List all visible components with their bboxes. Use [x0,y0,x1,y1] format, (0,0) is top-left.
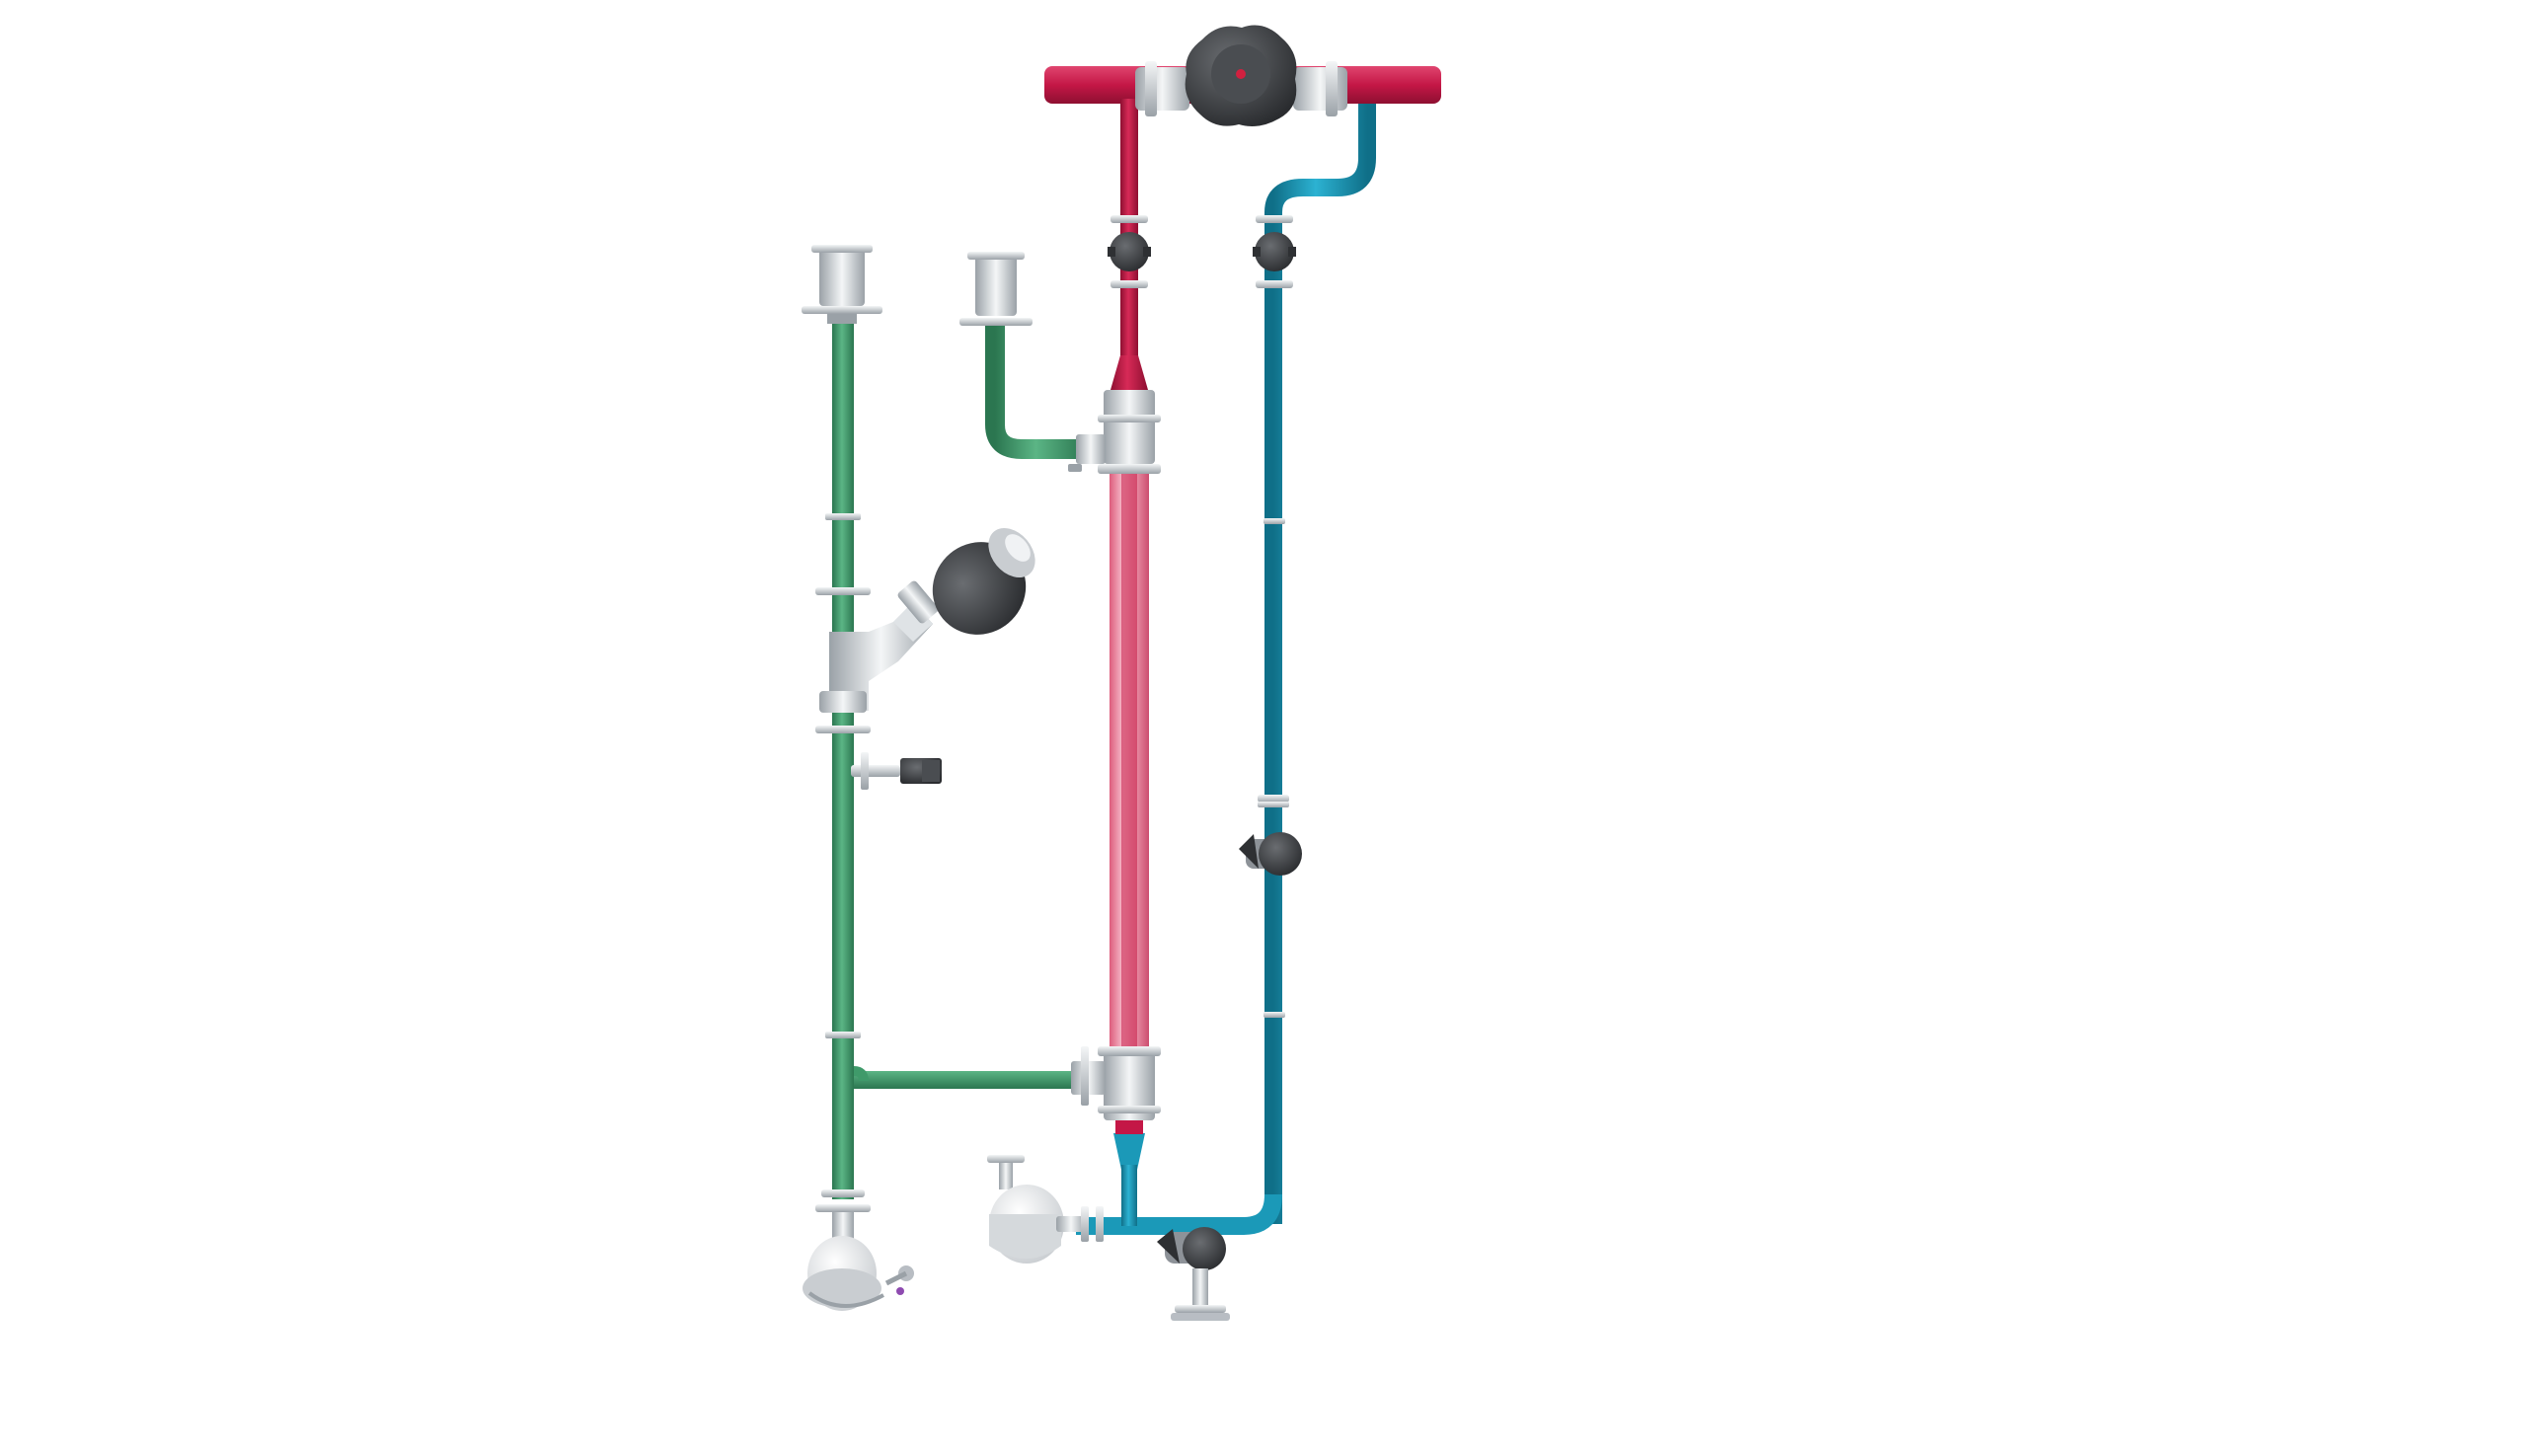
green-top-mid-inlet [959,252,1033,326]
heat-exchanger-column [1068,390,1161,1134]
exchanger-bottom-fitting [1104,1051,1155,1120]
side-sensor-port [851,752,942,790]
temperature-sensor-icon [987,1155,1104,1264]
blue-line-fittings [1258,518,1289,1018]
blue-return-line [1076,104,1376,1235]
manual-valve-icon [1108,215,1151,288]
blue-bottom-bend [1076,1193,1282,1235]
green-top-left-inlet [802,245,882,324]
temperature-sensor-icon [803,1212,914,1311]
green-pipe-clamps [815,513,871,1212]
green-lower-branch [854,1071,1091,1089]
green-line [832,306,1091,1199]
diaphragm-valve-icon [1135,25,1347,127]
blue-top-bend [1264,104,1376,1224]
exchanger-top-fitting [1104,390,1155,464]
green-left-pipe [832,306,854,1199]
pneumatic-actuator-icon [819,527,1035,713]
green-upper-elbow [985,321,1086,459]
manual-valve-icon [1239,832,1302,876]
manual-valve-icon [1253,215,1296,288]
bottom-drain-valve [1157,1227,1230,1321]
